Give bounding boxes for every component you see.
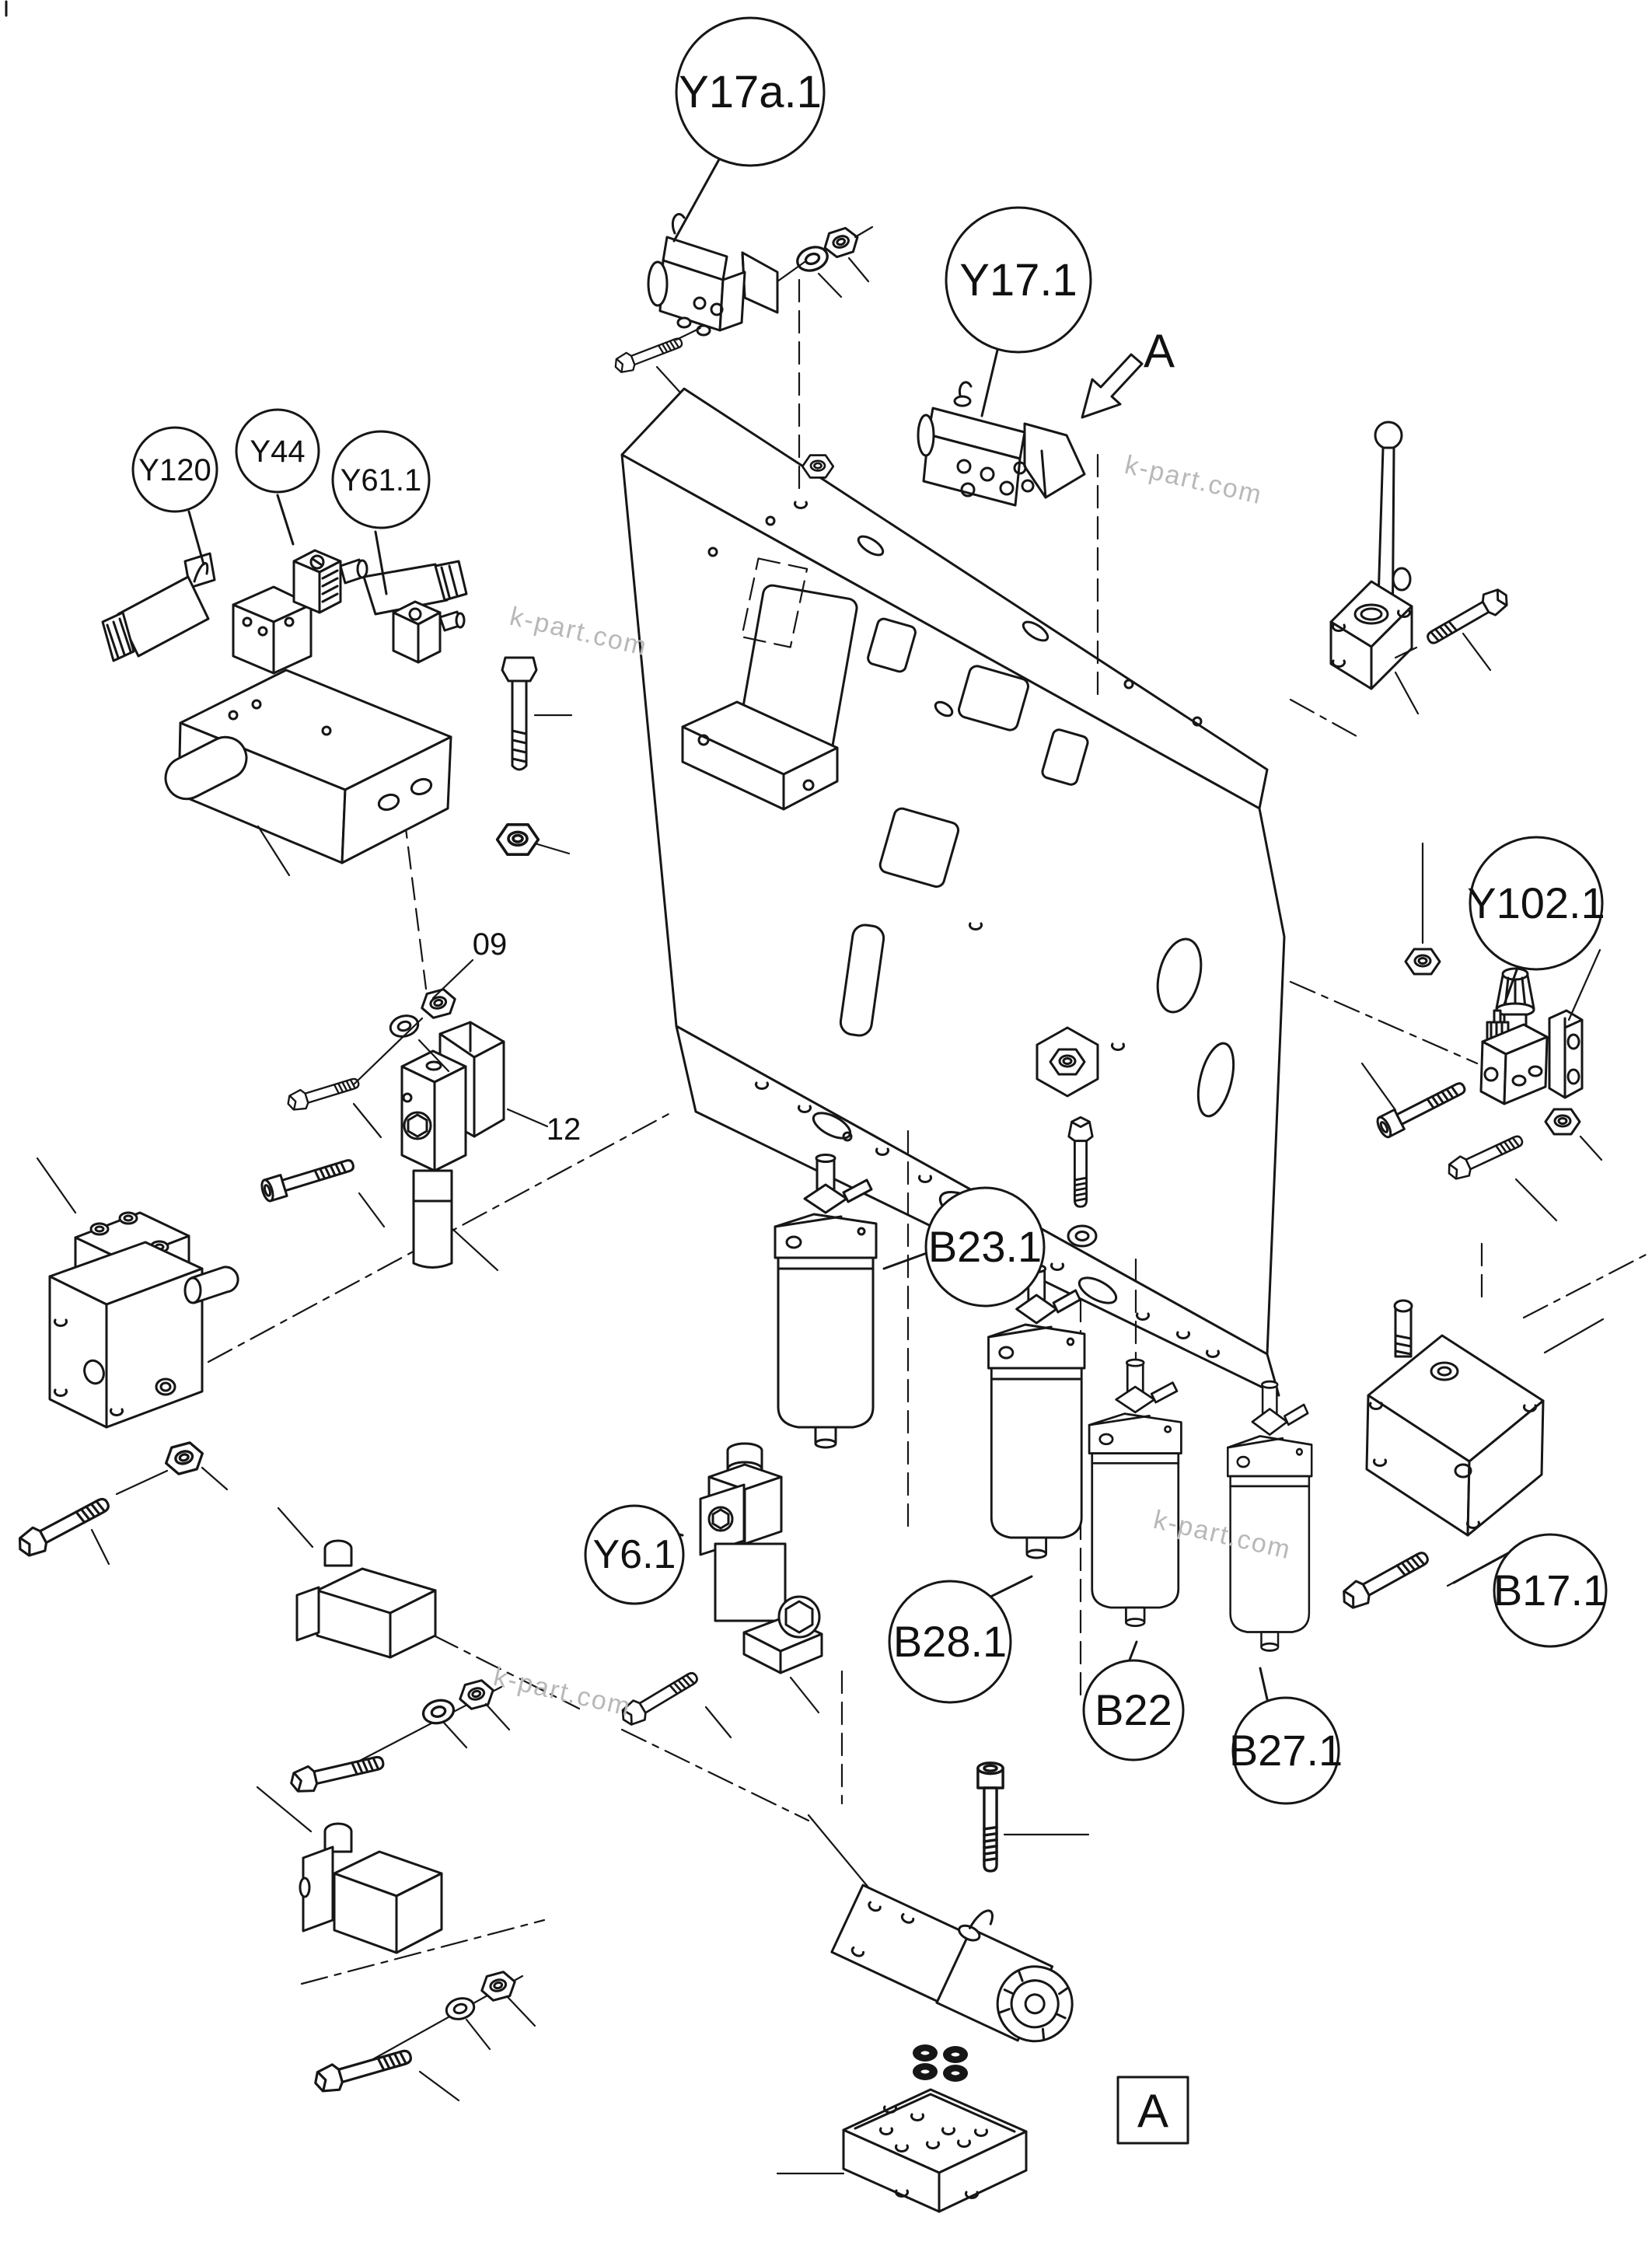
balloon-b27-1: B27.1	[1229, 1696, 1343, 1805]
part-number-12: 12	[547, 1112, 582, 1147]
manifold-plate	[842, 2088, 1028, 2213]
balloon-label: Y61.1	[341, 463, 422, 498]
detail-box-a: A	[1116, 2076, 1189, 2145]
filter-b281	[987, 1264, 1086, 1559]
balloon-b22: B22	[1082, 1659, 1185, 1761]
filter-b271	[1226, 1380, 1313, 1652]
fastener-set-upper	[287, 1677, 511, 1796]
balloon-label: Y17a.1	[679, 67, 822, 117]
solenoid-manifold-assembly	[101, 549, 573, 877]
balloon-y102-1: Y102.1	[1467, 836, 1605, 971]
balloon-label: B17.1	[1493, 1566, 1607, 1615]
balloon-label: Y44	[250, 435, 305, 469]
balloon-leader-lines	[187, 158, 1519, 1701]
o-rings	[913, 2044, 968, 2082]
balloon-label: B28.1	[893, 1617, 1007, 1666]
valve-y1021-assembly	[1360, 842, 1603, 1222]
filter-b22	[1088, 1358, 1182, 1627]
balloon-label: Y17.1	[959, 255, 1077, 306]
valve-y17a1-assembly	[611, 213, 874, 394]
nut	[1404, 948, 1441, 976]
socket-bolt	[1374, 1075, 1470, 1140]
balloon-y44: Y44	[235, 408, 320, 494]
bolt	[1337, 1544, 1434, 1615]
balloons: Y17a.1 Y17.1 Y120 Y44 Y61.1 Y102.1 B23.1…	[131, 16, 1608, 1805]
balloon-y6-1: Y6.1	[584, 1504, 685, 1605]
detail-box-label: A	[1137, 2085, 1168, 2137]
balloon-y17-1: Y17.1	[945, 206, 1092, 354]
cube-valve-upper	[277, 1507, 437, 1659]
panel-face-fasteners	[1036, 1026, 1099, 1248]
bolt	[284, 1072, 362, 1115]
washer	[442, 1994, 478, 2023]
balloon-label: B23.1	[928, 1222, 1042, 1271]
watermark-text: k-part.com	[507, 602, 651, 662]
balloon-y120: Y120	[131, 426, 218, 513]
fastener-set-lower	[310, 1968, 536, 2102]
c-bracket	[681, 700, 839, 811]
balloon-label: Y120	[138, 453, 211, 487]
nut	[161, 1439, 208, 1478]
balloon-b28-1: B28.1	[888, 1580, 1012, 1704]
bolt	[1443, 1129, 1528, 1184]
manifold-bolt	[495, 656, 573, 856]
part-number-09: 09	[473, 927, 508, 962]
balloon-label: Y102.1	[1467, 878, 1605, 927]
left-valve-block	[12, 1157, 239, 1566]
valve-y61-assembly	[616, 1442, 823, 1739]
watermark-text: k-part.com	[1122, 450, 1266, 511]
balloon-b23-1: B23.1	[924, 1186, 1046, 1308]
detail-a-solenoid-assembly: A	[776, 1761, 1189, 2213]
bolt	[12, 1489, 115, 1562]
view-arrow-a: A	[1081, 325, 1175, 419]
balloon-label: Y6.1	[593, 1532, 676, 1577]
valve-y171-assembly	[917, 381, 1086, 507]
watermark-text: k-part.com	[491, 1662, 634, 1723]
view-arrow-label: A	[1144, 325, 1175, 377]
socket-bolt	[258, 1152, 358, 1204]
bolt	[310, 2041, 416, 2097]
lever-valve-assembly	[1329, 421, 1514, 715]
cartridge-assembly-09-12: 09 12	[258, 927, 582, 1272]
filter-b231	[774, 1154, 878, 1449]
bolt	[287, 1748, 387, 1796]
bolt	[611, 332, 686, 377]
balloon-y17a-1: Y17a.1	[675, 16, 826, 167]
nut	[1544, 1108, 1581, 1136]
cube-valve-lower	[256, 1786, 443, 1954]
balloon-label: B27.1	[1229, 1726, 1343, 1775]
balloon-label: B22	[1095, 1685, 1172, 1734]
projection-lines	[207, 278, 1652, 1985]
balloon-y61-1: Y61.1	[331, 430, 431, 529]
balloon-b17-1: B17.1	[1493, 1533, 1608, 1648]
panel-band-nut	[801, 454, 835, 479]
socket-bolt	[976, 1761, 1004, 1873]
washer	[419, 1695, 458, 1728]
